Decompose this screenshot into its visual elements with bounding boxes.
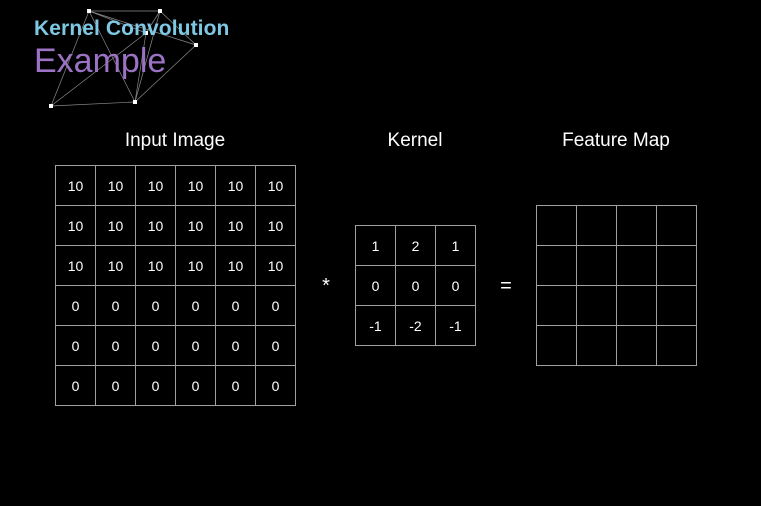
- grid-cell: [537, 246, 577, 286]
- equals-operator: =: [500, 275, 512, 297]
- grid-cell: [537, 326, 577, 366]
- grid-cell: 10: [216, 166, 256, 206]
- grid-cell: 0: [56, 286, 96, 326]
- grid-cell: 10: [136, 246, 176, 286]
- grid-cell: 0: [216, 286, 256, 326]
- grid-cell: 0: [176, 366, 216, 406]
- grid-cell: 10: [256, 206, 296, 246]
- grid-cell: 0: [136, 326, 176, 366]
- grid-cell: 0: [436, 266, 476, 306]
- network-node: [87, 9, 91, 13]
- grid-cell: 10: [56, 246, 96, 286]
- grid-cell: 2: [396, 226, 436, 266]
- grid-cell: 10: [96, 166, 136, 206]
- page-title-secondary: Example: [34, 42, 167, 80]
- input-image-heading: Input Image: [124, 130, 226, 151]
- grid-cell: [657, 326, 697, 366]
- grid-cell: 0: [216, 366, 256, 406]
- grid-cell: -2: [396, 306, 436, 346]
- grid-cell: 10: [56, 166, 96, 206]
- grid-cell: -1: [436, 306, 476, 346]
- grid-cell: 0: [256, 326, 296, 366]
- grid-cell: [617, 246, 657, 286]
- feature-map-heading: Feature Map: [562, 130, 670, 151]
- grid-cell: 1: [436, 226, 476, 266]
- page-title-primary: Kernel Convolution: [34, 17, 230, 40]
- grid-cell: 10: [216, 206, 256, 246]
- grid-cell: 0: [56, 326, 96, 366]
- grid-cell: 10: [176, 246, 216, 286]
- grid-cell: 10: [216, 246, 256, 286]
- grid-cell: 0: [396, 266, 436, 306]
- grid-cell: 0: [256, 366, 296, 406]
- grid-cell: [657, 246, 697, 286]
- grid-cell: 10: [136, 206, 176, 246]
- title-block: Kernel Convolution Example: [34, 16, 229, 81]
- grid-cell: 10: [176, 166, 216, 206]
- grid-cell: [577, 246, 617, 286]
- grid-cell: 10: [256, 166, 296, 206]
- grid-cell: 0: [176, 326, 216, 366]
- grid-cell: 0: [136, 366, 176, 406]
- grid-cell: [577, 206, 617, 246]
- grid-cell: 0: [96, 286, 136, 326]
- grid-cell: 10: [56, 206, 96, 246]
- network-edge: [50, 101, 136, 107]
- network-node: [49, 104, 53, 108]
- grid-cell: [577, 286, 617, 326]
- grid-cell: [657, 206, 697, 246]
- grid-cell: [577, 326, 617, 366]
- grid-cell: [617, 286, 657, 326]
- grid-cell: 10: [96, 246, 136, 286]
- grid-cell: -1: [356, 306, 396, 346]
- grid-cell: 0: [216, 326, 256, 366]
- grid-cell: 0: [176, 286, 216, 326]
- grid-cell: 0: [96, 326, 136, 366]
- grid-cell: 0: [56, 366, 96, 406]
- network-node: [133, 100, 137, 104]
- grid-cell: 10: [96, 206, 136, 246]
- grid-cell: 0: [356, 266, 396, 306]
- grid-cell: 1: [356, 226, 396, 266]
- grid-cell: [537, 206, 577, 246]
- feature-map-grid: [536, 205, 697, 366]
- grid-cell: 10: [176, 206, 216, 246]
- grid-cell: [537, 286, 577, 326]
- grid-cell: 10: [136, 166, 176, 206]
- grid-cell: 0: [256, 286, 296, 326]
- convolution-operator: *: [322, 275, 330, 297]
- grid-cell: [617, 206, 657, 246]
- grid-cell: 10: [256, 246, 296, 286]
- grid-cell: [657, 286, 697, 326]
- grid-cell: [617, 326, 657, 366]
- grid-cell: 0: [136, 286, 176, 326]
- kernel-heading: Kernel: [387, 130, 443, 151]
- network-node: [158, 9, 162, 13]
- grid-cell: 0: [96, 366, 136, 406]
